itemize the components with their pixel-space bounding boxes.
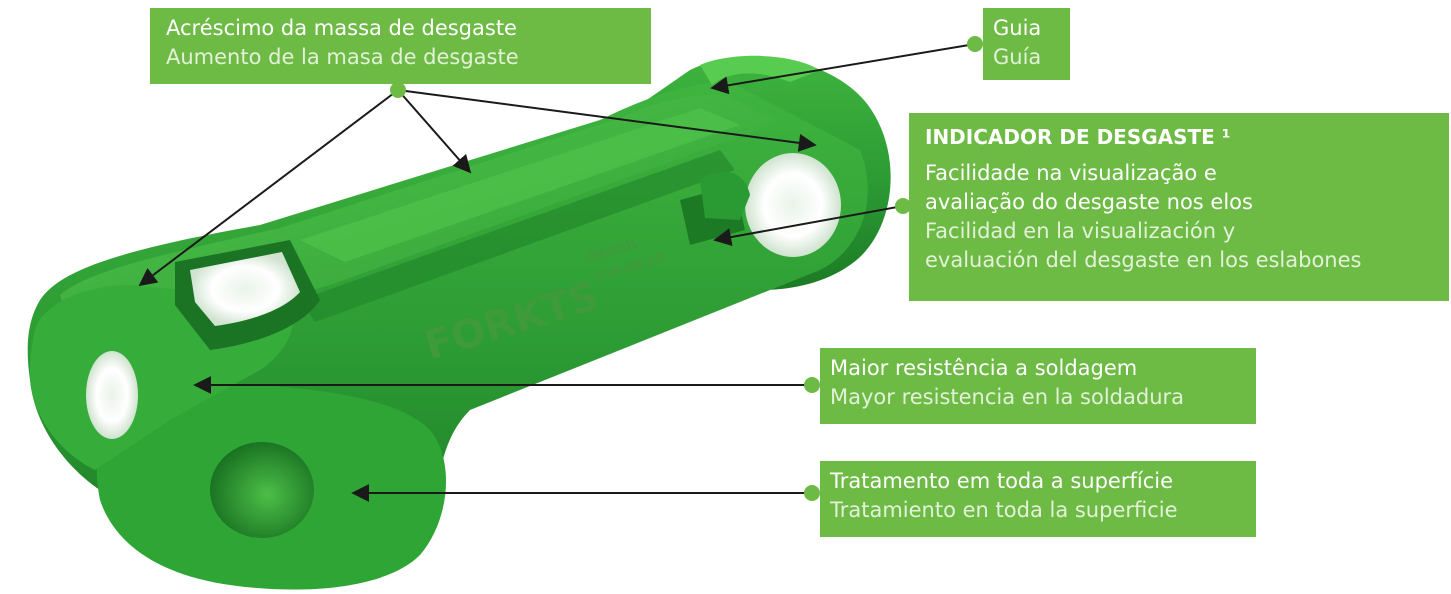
dot-guia [967,36,983,52]
chain-link-part [27,55,891,590]
link-bore-front [210,442,314,538]
arrow-massa-right [397,89,817,152]
arrow-massa-center [397,89,472,174]
dot-tratamento [804,485,820,501]
guia-pt: Guia [993,16,1042,40]
link-hole-right [745,153,841,257]
label-tratamento-superficie: Tratamento em toda a superfície Tratamie… [820,461,1256,537]
link-center-rail [300,108,740,262]
link-slot-opening [190,252,300,326]
tratamento-es: Tratamiento en toda la superficie [830,498,1178,522]
link-guide-ridge [700,55,820,85]
dot-massa [390,82,406,98]
indicador-es-line2: evaluación del desgaste en los eslabones [925,248,1362,272]
indicador-heading: INDICADOR DE DESGASTE ¹ [925,125,1231,149]
arrow-indicador [713,205,904,246]
arrow-massa-left [138,89,399,287]
link-hole-left-upper [86,351,138,439]
link-center-groove [300,150,735,322]
indicador-es-line1: Facilidad en la visualización y [925,219,1236,243]
callout-arrows [138,43,976,502]
solda-es: Mayor resistencia en la soldadura [830,385,1185,409]
label-massa-desgaste: Acréscimo da massa de desgaste Aumento d… [150,8,651,84]
massa-es: Aumento de la masa de desgaste [166,45,519,69]
label-guia: Guia Guía [983,8,1070,80]
indicador-pt-line1: Facilidade na visualização e [925,161,1217,185]
wear-indicator-window [700,171,750,220]
massa-pt: Acréscimo da massa de desgaste [166,16,517,40]
label-resistencia-soldagem: Maior resistência a soldagem Mayor resis… [820,348,1256,424]
dot-solda [804,377,820,393]
tratamento-pt: Tratamento em toda a superfície [830,469,1174,493]
arrow-guia [710,43,976,95]
label-indicador-desgaste: INDICADOR DE DESGASTE ¹ Facilidade na vi… [909,113,1449,301]
guia-es: Guía [993,45,1042,69]
indicador-pt-line2: avaliação do desgaste nos elos [925,190,1253,214]
solda-pt: Maior resistência a soldagem [830,356,1138,380]
dot-indicador [895,198,911,214]
callout-dots [390,36,983,501]
